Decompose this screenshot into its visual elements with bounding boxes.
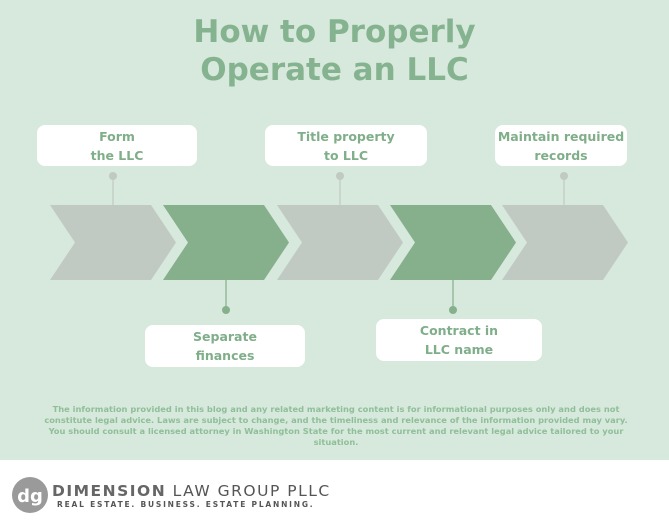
logo-name-rest: LAW GROUP PLLC — [172, 482, 331, 500]
title-line-1: How to Properly — [193, 14, 476, 50]
chevron-step-3 — [277, 205, 403, 280]
logo-mark-icon: dg — [12, 477, 48, 513]
step-contract-llc-name: Contract in LLC name — [376, 319, 542, 361]
connector-dot — [449, 306, 457, 314]
chevron-step-4 — [390, 205, 516, 280]
step-maintain-records: Maintain required records — [495, 125, 627, 166]
footer — [0, 460, 669, 530]
logo-name: DIMENSION LAW GROUP PLLC — [52, 482, 331, 500]
connector-dot — [222, 306, 230, 314]
svg-text:dg: dg — [17, 486, 43, 507]
chevron-step-2 — [163, 205, 289, 280]
connector-dot — [336, 172, 344, 180]
connector-dot — [560, 172, 568, 180]
step-form-llc: Form the LLC — [37, 125, 197, 166]
logo-name-bold: DIMENSION — [52, 482, 167, 500]
disclaimer: The information provided in this blog an… — [44, 404, 628, 447]
title-line-2: Operate an LLC — [200, 52, 469, 88]
connector-dot — [109, 172, 117, 180]
chevron-step-5 — [502, 205, 628, 280]
step-title-property: Title property to LLC — [265, 125, 427, 166]
logo-tagline: REAL ESTATE. BUSINESS. ESTATE PLANNING. — [57, 500, 315, 509]
process-flow — [50, 172, 628, 314]
chevron-step-1 — [50, 205, 176, 280]
step-separate-finances: Separate finances — [145, 325, 305, 367]
